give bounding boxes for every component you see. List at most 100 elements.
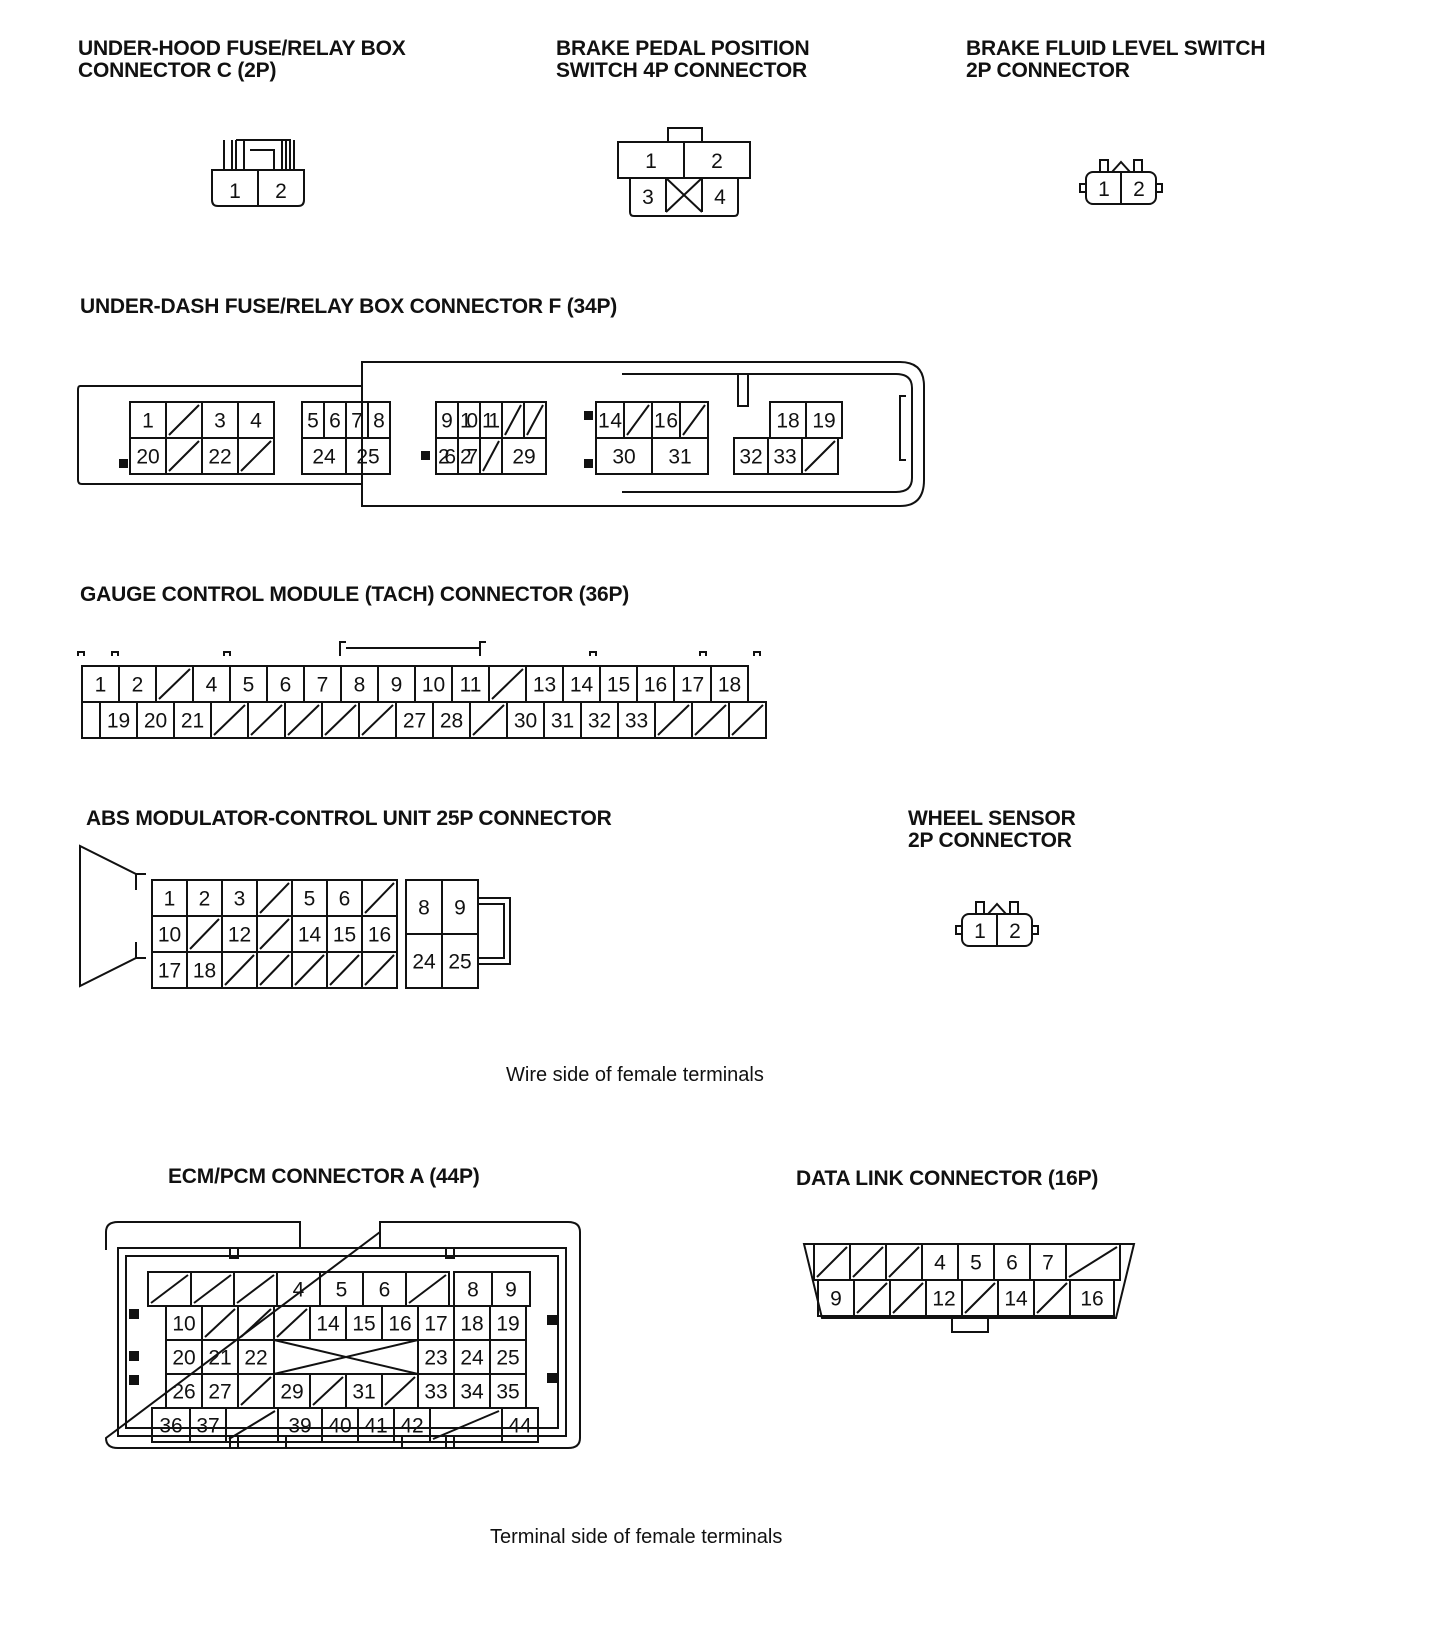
gauge-terminal: 28 [432,701,471,739]
terminal-number: 1 [645,150,657,173]
dlc-terminal: 5 [957,1243,995,1281]
gauge-terminal [691,701,730,739]
abs-terminal: 18 [186,951,223,989]
terminal-number: 9 [830,1288,842,1311]
gauge-terminal: 27 [395,701,434,739]
unused-terminal-slash [250,704,283,736]
terminal-number: 2 [275,180,287,203]
terminal-number: 24 [460,1347,484,1370]
terminal-number: 20 [172,1347,195,1370]
unused-terminal-slash [432,1410,500,1440]
underdash-f-terminal: 22 [201,437,239,475]
unused-terminal-slash [168,440,200,472]
terminal-number: 23 [424,1347,447,1370]
terminal-number: 8 [418,897,430,920]
ecm-terminal [381,1373,419,1409]
unused-terminal-slash [213,704,246,736]
abs-terminal: 8 [405,879,443,935]
gauge-terminal [321,701,360,739]
underdash-f-terminal [801,437,839,475]
ecm-terminal: 17 [417,1305,455,1341]
ecm-terminal: 6 [362,1271,407,1307]
ecm-terminal: 33 [417,1373,455,1409]
terminal-side-note: Terminal side of female terminals [490,1526,783,1548]
underdash-f-terminal [165,401,203,439]
terminal-number: 3 [234,888,246,911]
underdash-f-terminal: 16 [651,401,681,439]
terminal-number: 40 [328,1415,351,1438]
underdash-f-terminal [679,401,709,439]
unused-terminal-slash [888,1246,920,1278]
abs-terminal [186,915,223,953]
gauge-terminal [488,665,527,703]
ecm-terminal [237,1373,275,1409]
ecm-terminal: 9 [491,1271,531,1307]
terminal-number: 7 [1042,1252,1054,1275]
terminal-number: 4 [206,674,218,697]
ecm-terminal [201,1305,239,1341]
ecm-terminal: 44 [501,1407,539,1443]
terminal-number: 25 [356,446,379,469]
terminal-number: 3 [214,410,226,433]
terminal-number: 18 [193,960,216,983]
terminal-number: 15 [607,674,630,697]
terminal-number: 14 [298,924,322,947]
gauge-terminal [247,701,286,739]
ecm-terminal: 21 [201,1339,239,1375]
terminal-number: 26 [172,1381,195,1404]
underdash-f-terminal: 26 [435,437,459,475]
ecm-terminal [237,1305,275,1341]
terminal-number: 33 [773,446,796,469]
wheel-sensor-title: WHEEL SENSOR 2P CONNECTOR [908,808,1076,852]
terminal-number: 14 [1004,1288,1028,1311]
abs-terminal [361,951,398,989]
gauge-terminal [358,701,397,739]
terminal-number: 21 [181,710,204,733]
dlc-terminal [1065,1243,1121,1281]
terminal-number: 30 [612,446,635,469]
terminal-number: 36 [159,1415,182,1438]
ecm-terminal: 22 [237,1339,275,1375]
underdash-f-terminal: 8 [367,401,391,439]
terminal-number: 18 [776,410,799,433]
dlc-terminal [885,1243,923,1281]
gauge-terminal: 13 [525,665,564,703]
gauge-terminal: 1 [81,665,120,703]
dlc-terminal [849,1243,887,1281]
gauge-terminal [210,701,249,739]
underdash-f-terminal: 5 [301,401,325,439]
underdash-f-terminal [479,437,503,475]
terminal-number: 27 [460,446,478,469]
brake-pedal-switch-title: BRAKE PEDAL POSITION SWITCH 4P CONNECTOR [556,38,810,82]
dlc-terminal: 14 [997,1279,1035,1317]
terminal-number: 6 [379,1279,391,1302]
unused-terminal-slash [892,1282,924,1314]
gauge-terminal: 10 [414,665,453,703]
unused-terminal-slash [408,1274,447,1304]
terminal-number: 5 [304,888,316,911]
gauge-terminal: 32 [580,701,619,739]
terminal-number: 3 [642,186,654,209]
ecm-terminal: 4 [276,1271,321,1307]
dlc-terminal [889,1279,927,1317]
ecm-terminal: 8 [453,1271,493,1307]
underdash-f-terminal: 4 [237,401,275,439]
terminal-number: 15 [352,1313,375,1336]
terminal-number: 9 [441,410,453,433]
title-line: CONNECTOR C (2P) [78,59,277,82]
terminal-number: 19 [496,1313,519,1336]
terminal-number: 24 [412,951,436,974]
abs-terminal: 3 [221,879,258,917]
terminal-number: 5 [336,1279,348,1302]
dlc-terminal: 6 [993,1243,1031,1281]
unused-terminal-slash [329,954,360,986]
gauge-terminal [155,665,194,703]
terminal-number: 32 [739,446,762,469]
terminal-number: 37 [196,1415,219,1438]
title-line: 2P CONNECTOR [908,829,1072,852]
unused-terminal-slash [193,1274,232,1304]
ecm-terminal: 14 [309,1305,347,1341]
terminal-number: 13 [533,674,556,697]
terminal-number: 32 [588,710,611,733]
